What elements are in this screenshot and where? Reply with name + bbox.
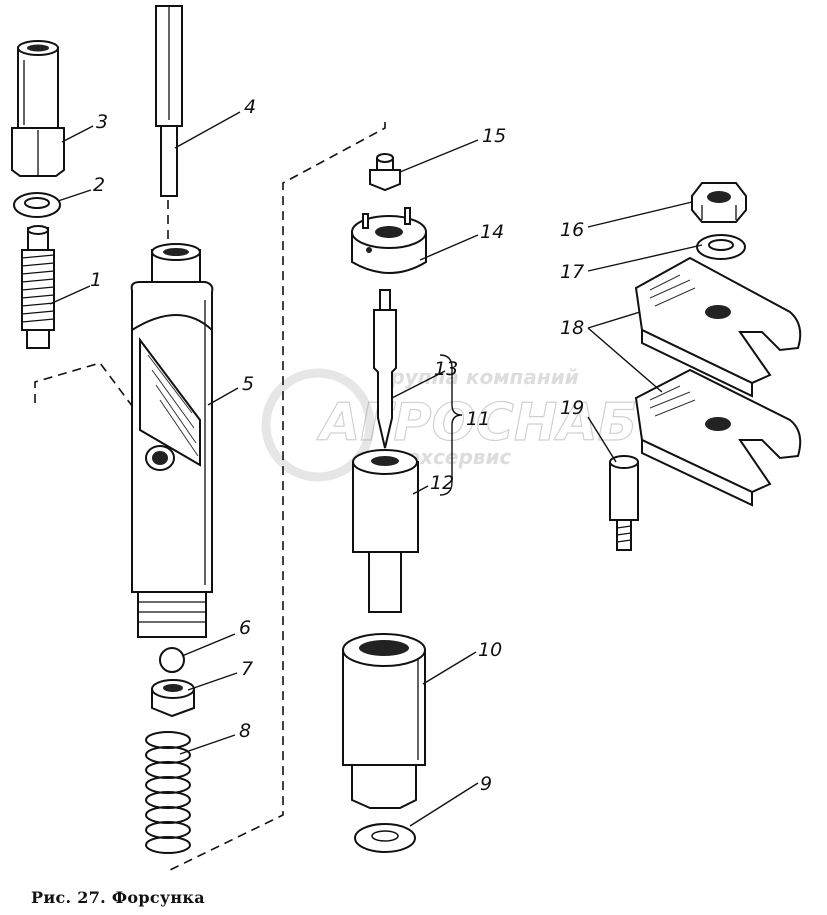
watermark-line2: АГРОСНАБ xyxy=(316,393,637,453)
part-1-threaded-stud xyxy=(21,225,55,349)
callout-labels: 1 2 3 4 5 6 7 8 9 10 11 12 13 14 15 16 1… xyxy=(90,96,584,795)
part-15-small-nut xyxy=(369,153,401,192)
watermark: группа компаний АГРОСНАБ техсервис xyxy=(261,365,638,482)
part-7-seat xyxy=(151,679,195,718)
part-9-washer xyxy=(354,823,416,853)
part-19-pin xyxy=(609,455,639,551)
callout-1: 1 xyxy=(90,269,102,291)
part-13-needle xyxy=(373,289,397,449)
part-16-hex-nut xyxy=(691,182,747,223)
callout-12: 12 xyxy=(430,472,454,494)
callout-3: 3 xyxy=(96,111,108,133)
part-8-spring xyxy=(145,731,191,854)
part-10-nut-sleeve xyxy=(342,633,426,809)
callout-9: 9 xyxy=(480,773,492,795)
part-2-washer xyxy=(13,192,61,218)
brace-11 xyxy=(439,354,463,496)
part-17-washer xyxy=(696,234,746,260)
callout-5: 5 xyxy=(242,373,254,395)
part-3-fitting xyxy=(11,40,65,177)
callout-6: 6 xyxy=(239,617,251,639)
callout-4: 4 xyxy=(244,96,256,118)
callout-8: 8 xyxy=(239,720,251,742)
callout-2: 2 xyxy=(93,174,105,196)
callout-14: 14 xyxy=(480,221,504,243)
part-6-ball xyxy=(159,647,185,673)
part-4-rod xyxy=(155,5,183,197)
callout-7: 7 xyxy=(241,658,253,680)
part-18-clamp-plates xyxy=(634,256,802,507)
part-5-injector-body xyxy=(130,243,214,638)
callout-10: 10 xyxy=(478,639,502,661)
part-14-disc xyxy=(351,207,427,274)
callout-19: 19 xyxy=(560,397,584,419)
callout-13: 13 xyxy=(434,358,458,380)
callout-16: 16 xyxy=(560,219,584,241)
watermark-line1: группа компаний xyxy=(380,365,579,389)
assembly-guide-lines xyxy=(34,122,386,871)
leader-lines xyxy=(49,111,703,827)
part-12-nozzle xyxy=(352,449,419,613)
figure-caption: Рис. 27. Форсунка xyxy=(31,888,205,907)
callout-15: 15 xyxy=(482,125,506,147)
callout-18: 18 xyxy=(560,317,584,339)
callout-11: 11 xyxy=(466,408,490,430)
callout-17: 17 xyxy=(560,261,584,283)
